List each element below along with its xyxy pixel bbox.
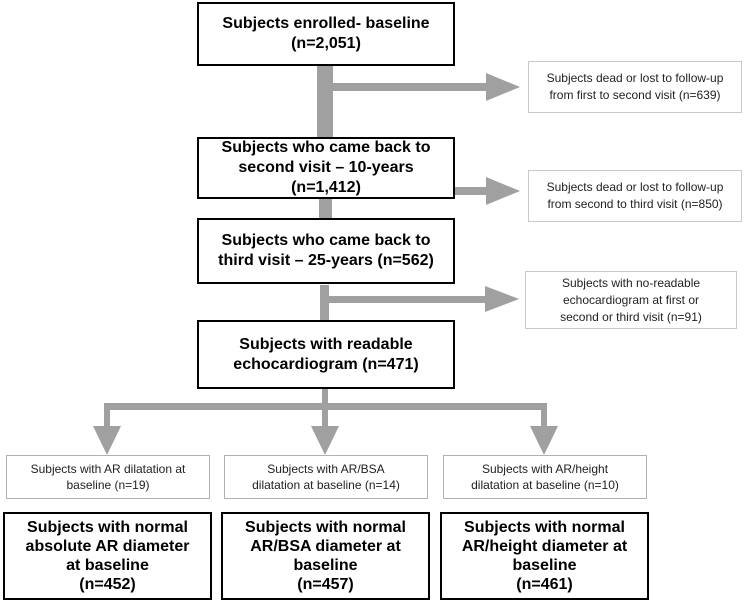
box-text: Subjects with AR/height — [481, 462, 609, 476]
box-text: echocardiogram at first or — [562, 292, 700, 307]
ar-height-dilatation-box: Subjects with AR/height dilatation at ba… — [443, 455, 647, 499]
box-text: Subjects with normal — [27, 519, 188, 536]
box-text: second visit – 10-years — [238, 159, 414, 176]
trunk-segment-1 — [317, 64, 333, 138]
box-text: (n=457) — [297, 576, 354, 593]
box-text: at baseline — [66, 557, 149, 574]
box-text: Subjects enrolled- baseline — [222, 15, 430, 32]
box-text: second or third visit (n=91) — [560, 309, 702, 324]
side-arrow-3-head — [485, 286, 519, 312]
normal-ar-height-box: Subjects with normal AR/height diameter … — [440, 512, 649, 600]
box-text: (n=452) — [79, 576, 136, 593]
readable-echo-box: Subjects with readable echocardiogram (n… — [197, 320, 455, 389]
box-text: Subjects dead or lost to follow-up — [546, 180, 724, 194]
box-text: dilatation at baseline (n=10) — [471, 478, 619, 492]
ar-dilatation-box: Subjects with AR dilatation at baseline … — [6, 455, 210, 499]
second-visit-box: Subjects who came back to second visit –… — [197, 137, 455, 199]
box-text: Subjects with readable — [239, 335, 413, 353]
box-text: AR/height diameter at — [461, 538, 628, 555]
box-text: (n=1,412) — [291, 179, 361, 196]
trunk-segment-2 — [319, 198, 332, 218]
box-text: baseline — [293, 557, 358, 574]
box-text: Subjects dead or lost to follow-up — [546, 71, 724, 85]
normal-ar-bsa-box: Subjects with normal AR/BSA diameter at … — [221, 512, 430, 600]
branch-right-head — [530, 426, 558, 455]
box-text: (n=461) — [516, 576, 573, 593]
dead-lost-second-third-box: Subjects dead or lost to follow-up from … — [528, 170, 742, 222]
ar-bsa-dilatation-box: Subjects with AR/BSA dilatation at basel… — [224, 455, 428, 499]
box-text: from first to second visit (n=639) — [549, 88, 721, 102]
box-text: Subjects with AR/BSA — [267, 462, 385, 476]
side-arrow-2-head — [486, 177, 520, 205]
non-readable-echo-box: Subjects with no-readable echocardiogram… — [525, 271, 737, 329]
box-text: absolute AR diameter — [25, 538, 190, 555]
side-arrow-1-head — [486, 73, 520, 101]
branch-middle-head — [311, 426, 339, 455]
box-text: (n=2,051) — [291, 35, 361, 52]
box-text: baseline (n=19) — [66, 478, 150, 492]
branch-left-shaft — [104, 406, 110, 428]
branch-middle-shaft — [322, 406, 328, 428]
trunk-segment-3 — [320, 285, 329, 321]
branch-left-head — [93, 426, 121, 455]
box-text: AR/BSA diameter at — [250, 538, 401, 555]
enrolled-baseline-box: Subjects enrolled- baseline (n=2,051) — [197, 2, 455, 66]
box-text: baseline — [512, 557, 577, 574]
box-text: Subjects with normal — [464, 519, 625, 536]
box-text: echocardiogram (n=471) — [233, 355, 419, 373]
box-text: dilatation at baseline (n=14) — [252, 478, 400, 492]
box-text: Subjects with no-readable — [561, 275, 701, 290]
normal-absolute-ar-box: Subjects with normal absolute AR diamete… — [3, 512, 212, 600]
box-text: Subjects who came back to — [221, 139, 431, 156]
trunk-segment-4 — [322, 388, 328, 406]
side-arrow-3-shaft — [327, 296, 487, 303]
box-text: Subjects with normal — [245, 519, 406, 536]
dead-lost-first-second-box: Subjects dead or lost to follow-up from … — [528, 61, 742, 113]
box-text: Subjects who came back to — [221, 232, 431, 249]
box-text: from second to third visit (n=850) — [547, 197, 723, 211]
third-visit-box: Subjects who came back to third visit – … — [197, 218, 455, 284]
side-arrow-1-shaft — [330, 83, 488, 91]
box-text: Subjects with AR dilatation at — [30, 462, 186, 476]
branch-right-shaft — [541, 406, 547, 428]
box-text: third visit – 25-years (n=562) — [218, 252, 434, 269]
